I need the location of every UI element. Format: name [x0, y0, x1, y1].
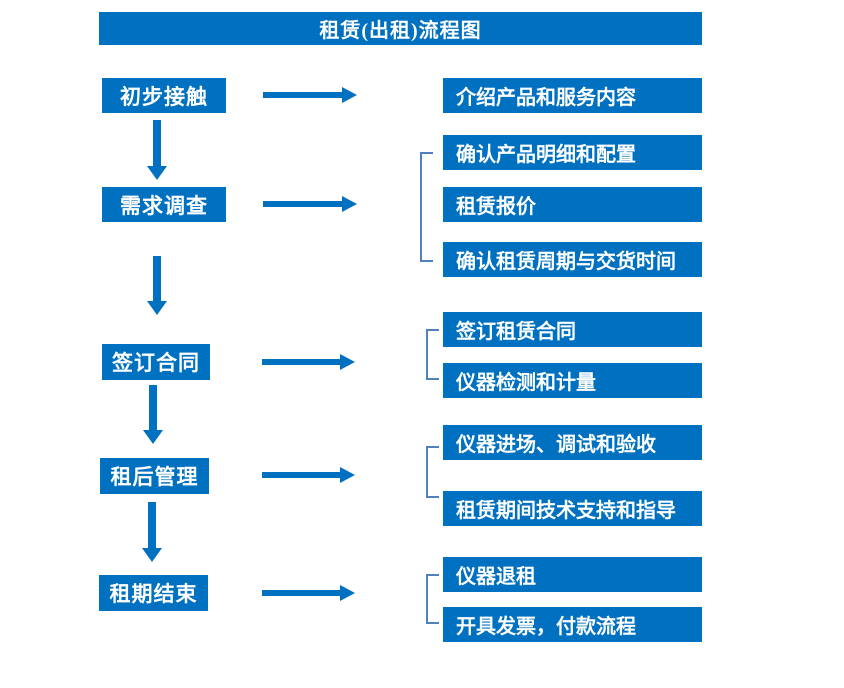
group-bracket-3	[426, 446, 439, 498]
right-arrow-1	[263, 87, 357, 103]
down-arrow-head	[141, 548, 162, 562]
down-arrow-head	[142, 430, 163, 444]
flow-step-demand-survey: 需求调查	[102, 187, 226, 222]
detail-box-sign-rental-contract: 签订租赁合同	[443, 312, 702, 347]
right-arrow-head	[342, 196, 357, 212]
right-arrow-2	[263, 196, 357, 212]
down-arrow-1	[146, 120, 167, 180]
flow-step-rental-end: 租期结束	[99, 575, 208, 611]
right-arrow-3	[262, 354, 355, 370]
down-arrow-2	[146, 256, 167, 315]
right-arrow-shaft	[262, 472, 340, 478]
diagram-title: 租赁(出租)流程图	[99, 12, 702, 45]
down-arrow-head	[146, 166, 167, 180]
right-arrow-head	[342, 87, 357, 103]
flow-step-sign-contract: 签订合同	[102, 344, 210, 380]
flow-step-initial-contact: 初步接触	[102, 78, 226, 113]
group-bracket-1	[420, 152, 433, 262]
down-arrow-shaft	[148, 385, 157, 430]
detail-box-instrument-setup: 仪器进场、调试和验收	[443, 425, 702, 460]
detail-box-instrument-return: 仪器退租	[443, 557, 702, 592]
right-arrow-shaft	[263, 92, 342, 98]
right-arrow-shaft	[262, 590, 340, 596]
right-arrow-head	[340, 354, 355, 370]
detail-box-instrument-testing: 仪器检测和计量	[443, 363, 702, 398]
flow-step-post-rental-management: 租后管理	[100, 458, 209, 494]
down-arrow-shaft	[152, 120, 161, 166]
down-arrow-head	[146, 301, 167, 315]
down-arrow-shaft	[147, 502, 156, 548]
down-arrow-shaft	[152, 256, 161, 301]
detail-box-technical-support: 租赁期间技术支持和指导	[443, 491, 702, 526]
group-bracket-4	[426, 574, 439, 624]
detail-box-confirm-product-details: 确认产品明细和配置	[443, 135, 702, 170]
detail-box-rental-quote: 租赁报价	[443, 187, 702, 222]
right-arrow-head	[340, 585, 355, 601]
right-arrow-4	[262, 467, 355, 483]
down-arrow-3	[142, 385, 163, 444]
detail-box-introduce-products: 介绍产品和服务内容	[443, 78, 702, 113]
group-bracket-2	[426, 329, 439, 380]
right-arrow-head	[340, 467, 355, 483]
right-arrow-shaft	[262, 359, 340, 365]
right-arrow-shaft	[263, 201, 342, 207]
down-arrow-4	[141, 502, 162, 562]
detail-box-confirm-rental-period: 确认租赁周期与交货时间	[443, 242, 702, 277]
detail-box-invoice-payment: 开具发票，付款流程	[443, 607, 702, 642]
right-arrow-5	[262, 585, 355, 601]
